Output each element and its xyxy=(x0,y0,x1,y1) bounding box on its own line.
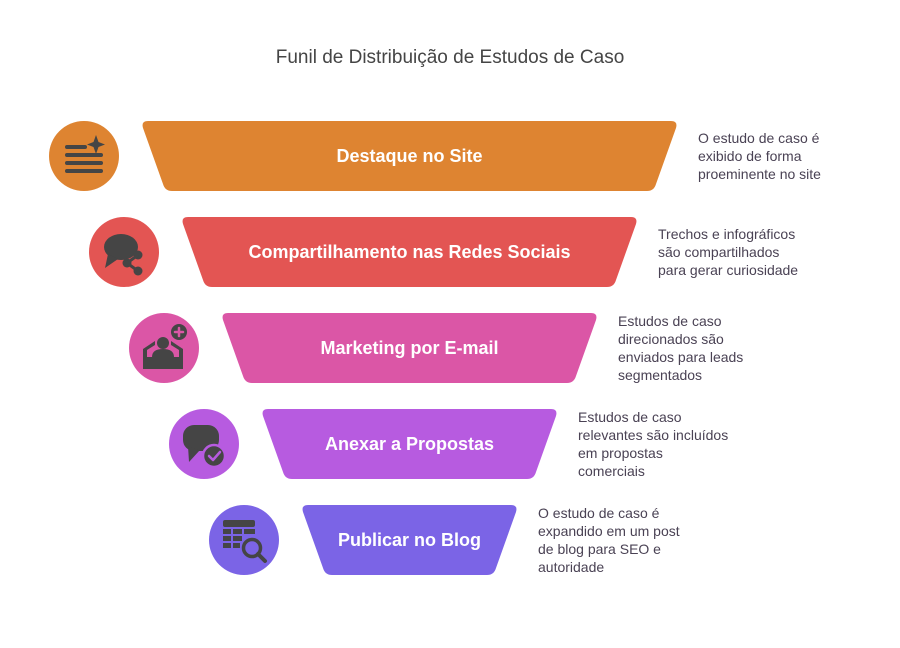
chat-share-icon xyxy=(104,234,143,276)
description-line: de blog para SEO e xyxy=(538,541,661,557)
funnel-segment-3[interactable] xyxy=(222,313,597,383)
description-line: direcionados são xyxy=(618,331,724,347)
description-line: exibido de forma xyxy=(698,148,802,164)
description-line: são compartilhados xyxy=(658,244,780,260)
stage-description-3: Estudos de caso direcionados são enviado… xyxy=(618,312,743,384)
description-line: autoridade xyxy=(538,559,605,575)
diagram-title: Funil de Distribuição de Estudos de Caso xyxy=(275,47,625,68)
description-line: relevantes são incluídos xyxy=(578,427,729,443)
description-line: proeminente no site xyxy=(698,166,821,182)
description-line: Estudos de caso xyxy=(578,409,682,425)
description-line: O estudo de caso é xyxy=(538,505,660,521)
document-sparkle-icon xyxy=(65,135,105,173)
funnel-segment-1[interactable] xyxy=(142,121,677,191)
stage-icon-circle-1 xyxy=(49,121,119,191)
stage-description-5: O estudo de caso é expandido em um post … xyxy=(538,504,680,576)
stage-label-email-marketing: Marketing por E-mail xyxy=(320,337,499,358)
stage-description-1: O estudo de caso é exibido de forma proe… xyxy=(698,129,821,183)
stage-icon-circle-5 xyxy=(209,505,279,575)
stage-label-publicar-blog: Publicar no Blog xyxy=(337,529,481,550)
description-line: em propostas xyxy=(578,445,663,461)
description-line: Trechos e infográficos xyxy=(658,226,796,242)
stage-description-2: Trechos e infográficos são compartilhado… xyxy=(658,225,798,279)
stage-description-4: Estudos de caso relevantes são incluídos… xyxy=(578,408,728,480)
funnel-segment-5[interactable] xyxy=(302,505,517,575)
description-line: Estudos de caso xyxy=(618,313,722,329)
funnel-segment-2[interactable] xyxy=(182,217,637,287)
description-line: enviados para leads xyxy=(618,349,744,365)
table-search-icon xyxy=(223,520,267,563)
chat-check-icon xyxy=(183,425,227,468)
stage-label-destaque-no-site: Destaque no Site xyxy=(336,145,483,166)
stage-label-redes-sociais: Compartilhamento nas Redes Sociais xyxy=(248,241,571,262)
stage-icon-circle-3 xyxy=(129,313,199,383)
description-line: segmentados xyxy=(618,367,703,383)
description-line: comerciais xyxy=(578,463,645,479)
stage-icon-circle-2 xyxy=(89,217,159,287)
description-line: O estudo de caso é xyxy=(698,130,820,146)
stage-label-anexar-propostas: Anexar a Propostas xyxy=(324,433,495,454)
description-line: para gerar curiosidade xyxy=(658,262,799,278)
stage-icon-circle-4 xyxy=(169,409,239,479)
email-add-user-icon xyxy=(143,324,187,369)
description-line: expandido em um post xyxy=(538,523,680,539)
funnel-segment-4[interactable] xyxy=(262,409,557,479)
